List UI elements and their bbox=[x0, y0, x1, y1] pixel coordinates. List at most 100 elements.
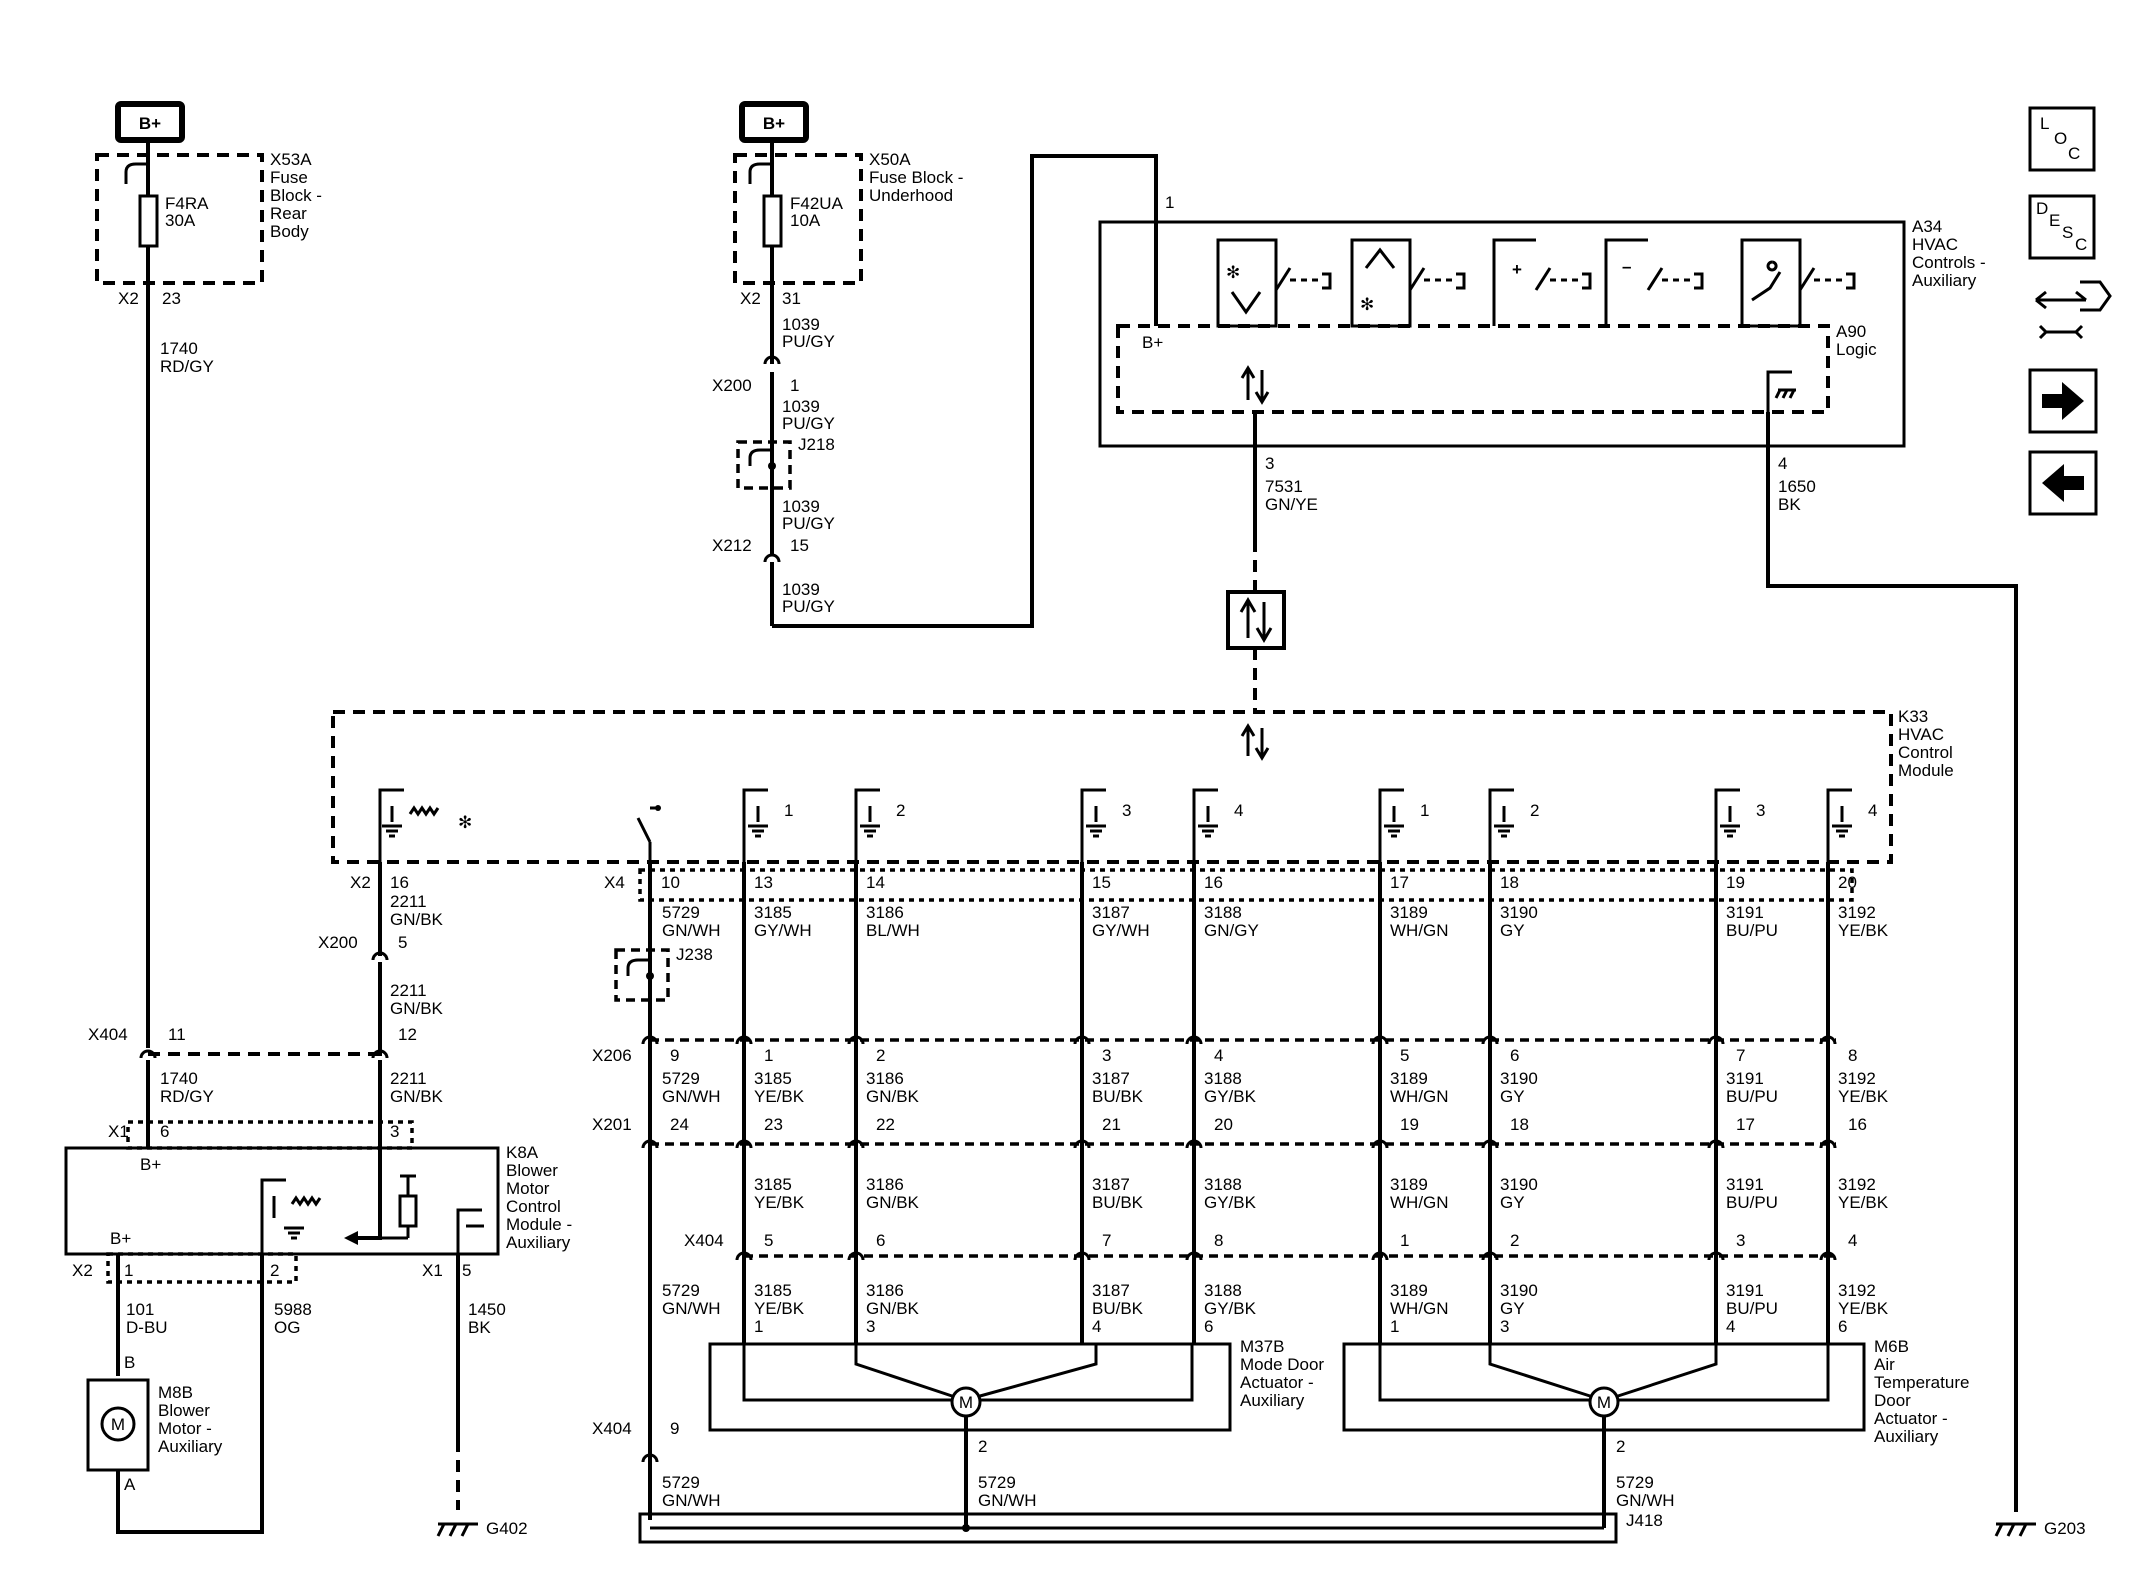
x404-pin: 3 bbox=[1736, 1231, 1745, 1250]
splice-j218-label: J218 bbox=[798, 435, 835, 454]
svg-text:X404: X404 bbox=[592, 1419, 632, 1438]
svg-text:B+: B+ bbox=[139, 114, 161, 133]
k33-pin: 16 bbox=[1204, 873, 1223, 892]
k33-switch-number: 3 bbox=[1756, 801, 1765, 820]
mode-switch bbox=[1740, 238, 1856, 328]
wire-color: BU/PU bbox=[1726, 1299, 1778, 1318]
actuator-pin: 3 bbox=[1500, 1317, 1509, 1336]
svg-text:Control: Control bbox=[1898, 743, 1953, 762]
svg-text:Fuse: Fuse bbox=[270, 168, 308, 187]
wire-number: 3186 bbox=[866, 903, 904, 922]
wire-number: 3188 bbox=[1204, 903, 1242, 922]
svg-text:GN/WH: GN/WH bbox=[662, 1299, 721, 1318]
wire-number: 3189 bbox=[1390, 1069, 1428, 1088]
wire-number: 3190 bbox=[1500, 1281, 1538, 1300]
svg-text:Mode Door: Mode Door bbox=[1240, 1355, 1324, 1374]
svg-text:5729: 5729 bbox=[662, 1473, 700, 1492]
svg-text:Blower: Blower bbox=[506, 1161, 558, 1180]
x206-pin: 6 bbox=[1510, 1046, 1519, 1065]
x201-pin: 22 bbox=[876, 1115, 895, 1134]
svg-text:+: + bbox=[1512, 260, 1522, 279]
wire-color: GY/WH bbox=[1092, 921, 1150, 940]
svg-text:1039: 1039 bbox=[782, 315, 820, 334]
svg-text:3: 3 bbox=[1265, 454, 1274, 473]
a34-hvac-controls-box bbox=[1098, 220, 1906, 448]
svg-text:GN/WH: GN/WH bbox=[978, 1491, 1037, 1510]
svg-text:31: 31 bbox=[782, 289, 801, 308]
svg-text:Door: Door bbox=[1874, 1391, 1911, 1410]
description-view-button[interactable]: D E S C bbox=[2028, 194, 2096, 260]
svg-text:K8A: K8A bbox=[506, 1143, 539, 1162]
svg-text:23: 23 bbox=[162, 289, 181, 308]
svg-text:X4: X4 bbox=[604, 873, 625, 892]
svg-text:J238: J238 bbox=[676, 945, 713, 964]
fan-down-switch: ✻ bbox=[1216, 238, 1332, 328]
svg-text:OG: OG bbox=[274, 1318, 300, 1337]
svg-text:Actuator -: Actuator - bbox=[1874, 1409, 1948, 1428]
wire-color: YE/BK bbox=[1838, 1193, 1889, 1212]
svg-text:1: 1 bbox=[790, 376, 799, 395]
svg-text:1740: 1740 bbox=[160, 339, 198, 358]
wire-color: GY/BK bbox=[1204, 1193, 1257, 1212]
svg-text:Blower: Blower bbox=[158, 1401, 210, 1420]
previous-page-button[interactable] bbox=[2028, 450, 2098, 516]
svg-text:2: 2 bbox=[1616, 1437, 1625, 1456]
svg-text:PU/GY: PU/GY bbox=[782, 414, 835, 433]
svg-text:B+: B+ bbox=[763, 114, 785, 133]
wire-color: WH/GN bbox=[1390, 921, 1449, 940]
svg-text:Auxiliary: Auxiliary bbox=[1240, 1391, 1305, 1410]
svg-text:–: – bbox=[1622, 257, 1631, 276]
svg-text:GN/BK: GN/BK bbox=[390, 999, 444, 1018]
actuator-pin: 4 bbox=[1092, 1317, 1101, 1336]
svg-text:Motor: Motor bbox=[506, 1179, 550, 1198]
wire-color: BU/BK bbox=[1092, 1299, 1144, 1318]
connector-wrench-icon[interactable] bbox=[2035, 280, 2112, 340]
svg-text:X2: X2 bbox=[740, 289, 761, 308]
fuse-f4ra bbox=[138, 194, 159, 248]
svg-text:S: S bbox=[2062, 223, 2073, 242]
svg-text:1: 1 bbox=[1165, 193, 1174, 212]
location-view-button[interactable]: L O C bbox=[2028, 106, 2096, 172]
svg-text:6: 6 bbox=[160, 1122, 169, 1141]
wire-number: 3189 bbox=[1390, 1281, 1428, 1300]
svg-text:X2: X2 bbox=[72, 1261, 93, 1280]
x404-pin: 2 bbox=[1510, 1231, 1519, 1250]
wire-number: 3186 bbox=[866, 1281, 904, 1300]
fuse-f42ua bbox=[762, 194, 783, 248]
svg-text:GN/WH: GN/WH bbox=[662, 1491, 721, 1510]
wire-number: 3189 bbox=[1390, 1175, 1428, 1194]
wire-color: WH/GN bbox=[1390, 1193, 1449, 1212]
k33-driver-15: 3 bbox=[1080, 788, 1131, 862]
k33-driver-20: 4 bbox=[1826, 788, 1877, 862]
k33-driver-13: 1 bbox=[742, 788, 793, 862]
wire-number: 3187 bbox=[1092, 1281, 1130, 1300]
wire-number: 3191 bbox=[1726, 1069, 1764, 1088]
k33-switch-number: 3 bbox=[1122, 801, 1131, 820]
svg-text:M6B: M6B bbox=[1874, 1337, 1909, 1356]
k8a-internal-driver bbox=[260, 1148, 484, 1254]
k33-pin: 19 bbox=[1726, 873, 1745, 892]
k33-driver-18: 2 bbox=[1488, 788, 1539, 862]
svg-text:10: 10 bbox=[661, 873, 680, 892]
x206-pin: 3 bbox=[1102, 1046, 1111, 1065]
svg-text:Control: Control bbox=[506, 1197, 561, 1216]
svg-text:1450: 1450 bbox=[468, 1300, 506, 1319]
temp-minus-switch: – bbox=[1604, 238, 1704, 326]
x201-pin: 19 bbox=[1400, 1115, 1419, 1134]
wire-color: GY bbox=[1500, 1299, 1525, 1318]
splice-j418-bar bbox=[638, 1512, 1618, 1544]
svg-text:9: 9 bbox=[670, 1046, 679, 1065]
splice-j218-outline bbox=[736, 440, 792, 490]
svg-text:C: C bbox=[2075, 235, 2087, 254]
a90-logic-outline bbox=[1116, 324, 1830, 414]
svg-text:Auxiliary: Auxiliary bbox=[1874, 1427, 1939, 1446]
svg-text:9: 9 bbox=[670, 1419, 679, 1438]
next-page-button[interactable] bbox=[2028, 368, 2098, 434]
svg-text:PU/GY: PU/GY bbox=[782, 332, 835, 351]
svg-text:M: M bbox=[959, 1393, 973, 1412]
wire-5988 bbox=[116, 1254, 264, 1534]
k33-blower-driver: ✻ bbox=[378, 788, 472, 862]
svg-text:X1: X1 bbox=[422, 1261, 443, 1280]
wire-color: BU/PU bbox=[1726, 1087, 1778, 1106]
fuse-block-x50a-outline bbox=[733, 153, 863, 285]
